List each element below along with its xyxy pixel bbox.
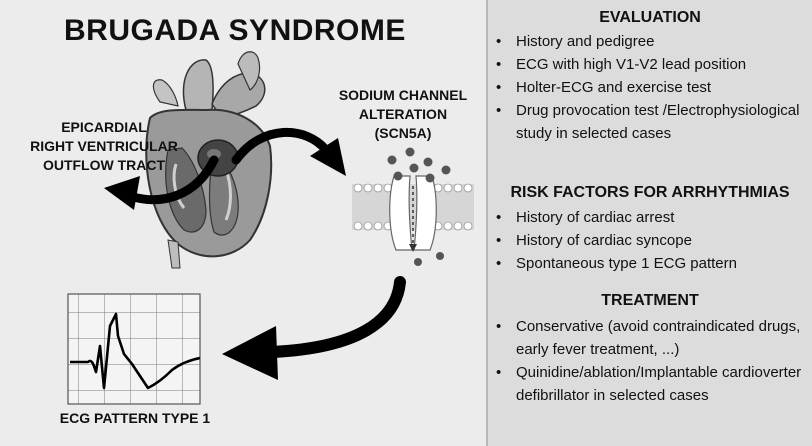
treatment-heading: TREATMENT xyxy=(601,292,699,309)
ecg-trace-panel xyxy=(67,293,201,405)
caption-sodium-channel: SODIUM CHANNEL ALTERATION (SCN5A) xyxy=(338,87,468,141)
arrow-to-epicardial xyxy=(104,155,219,210)
treatment-list: Conservative (avoid contraindicated drug… xyxy=(494,315,808,407)
risk-factors-list: History of cardiac arrest History of car… xyxy=(494,206,808,275)
sodium-channel-illustration xyxy=(352,147,474,266)
arrow-to-sodium-channel xyxy=(231,127,346,176)
list-item: History of cardiac syncope xyxy=(494,229,808,252)
info-panel: EVALUATION History and pedigree ECG with… xyxy=(486,0,812,446)
arrow-to-ecg xyxy=(222,276,406,380)
caption-epicardial-rvot: EPICARDIAL RIGHT VENTRICULAR OUTFLOW TRA… xyxy=(30,119,178,173)
list-item: Drug provocation test /Electrophysiologi… xyxy=(494,99,808,145)
risk-factors-heading: RISK FACTORS FOR ARRHYTHMIAS xyxy=(510,184,790,201)
list-item: History of cardiac arrest xyxy=(494,206,808,229)
list-item: Spontaneous type 1 ECG pattern xyxy=(494,252,808,275)
list-item: Conservative (avoid contraindicated drug… xyxy=(494,315,808,361)
list-item: Holter-ECG and exercise test xyxy=(494,76,808,99)
page-title: BRUGADA SYNDROME xyxy=(64,14,406,47)
evaluation-list: History and pedigree ECG with high V1-V2… xyxy=(494,30,808,145)
list-item: ECG with high V1-V2 lead position xyxy=(494,53,808,76)
evaluation-heading: EVALUATION xyxy=(599,9,701,26)
caption-ecg-pattern: ECG PATTERN TYPE 1 xyxy=(59,410,211,426)
list-item: History and pedigree xyxy=(494,30,808,53)
list-item: Quinidine/ablation/Implantable cardiover… xyxy=(494,361,808,407)
